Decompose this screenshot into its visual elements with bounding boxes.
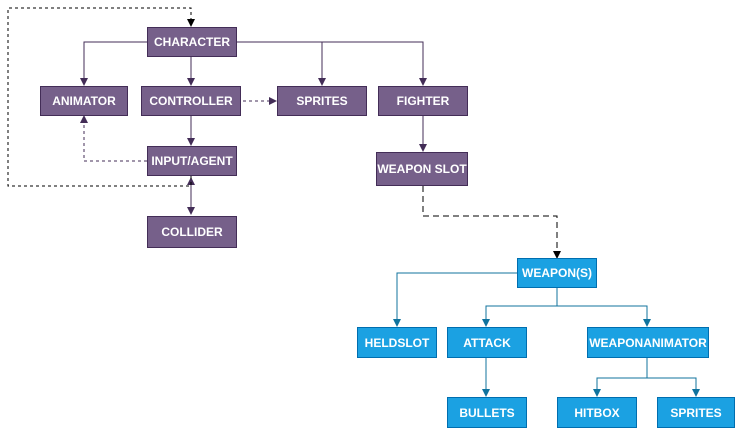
edge-weapons-attack <box>482 288 558 327</box>
node-heldslot[interactable]: HELDSLOT <box>357 327 437 358</box>
node-hitbox[interactable]: HITBOX <box>557 397 637 428</box>
edge-weaponslot-weapons-dashed <box>422 186 561 259</box>
node-animator[interactable]: ANIMATOR <box>40 86 128 116</box>
edge-weapons-weaponanimator <box>557 305 651 327</box>
node-weapons[interactable]: WEAPON(S) <box>517 258 597 288</box>
edge-weaponanimator-hitbox <box>593 358 648 397</box>
edge-weaponanimator-sprites <box>647 377 700 397</box>
edge-character-fighter <box>237 41 427 86</box>
node-collider[interactable]: COLLIDER <box>147 216 237 248</box>
node-controller[interactable]: CONTROLLER <box>141 86 241 116</box>
node-sprites[interactable]: SPRITES <box>277 86 367 116</box>
node-weapon-sprites[interactable]: SPRITES <box>657 397 735 428</box>
node-weaponanimator[interactable]: WEAPONANIMATOR <box>587 327 709 358</box>
node-attack[interactable]: ATTACK <box>447 327 527 358</box>
edge-weapons-heldslot <box>393 272 517 327</box>
node-character[interactable]: CHARACTER <box>147 27 237 57</box>
node-weapon-slot[interactable]: WEAPON SLOT <box>376 152 468 186</box>
edge-input-animator-dashed <box>80 115 147 162</box>
edge-character-animator <box>80 41 147 86</box>
edge-input-character-loop-dashed <box>7 7 195 187</box>
node-input-agent[interactable]: INPUT/AGENT <box>147 146 237 176</box>
node-fighter[interactable]: FIGHTER <box>378 86 468 116</box>
edge-character-sprites <box>237 41 326 86</box>
node-bullets[interactable]: BULLETS <box>447 397 527 428</box>
